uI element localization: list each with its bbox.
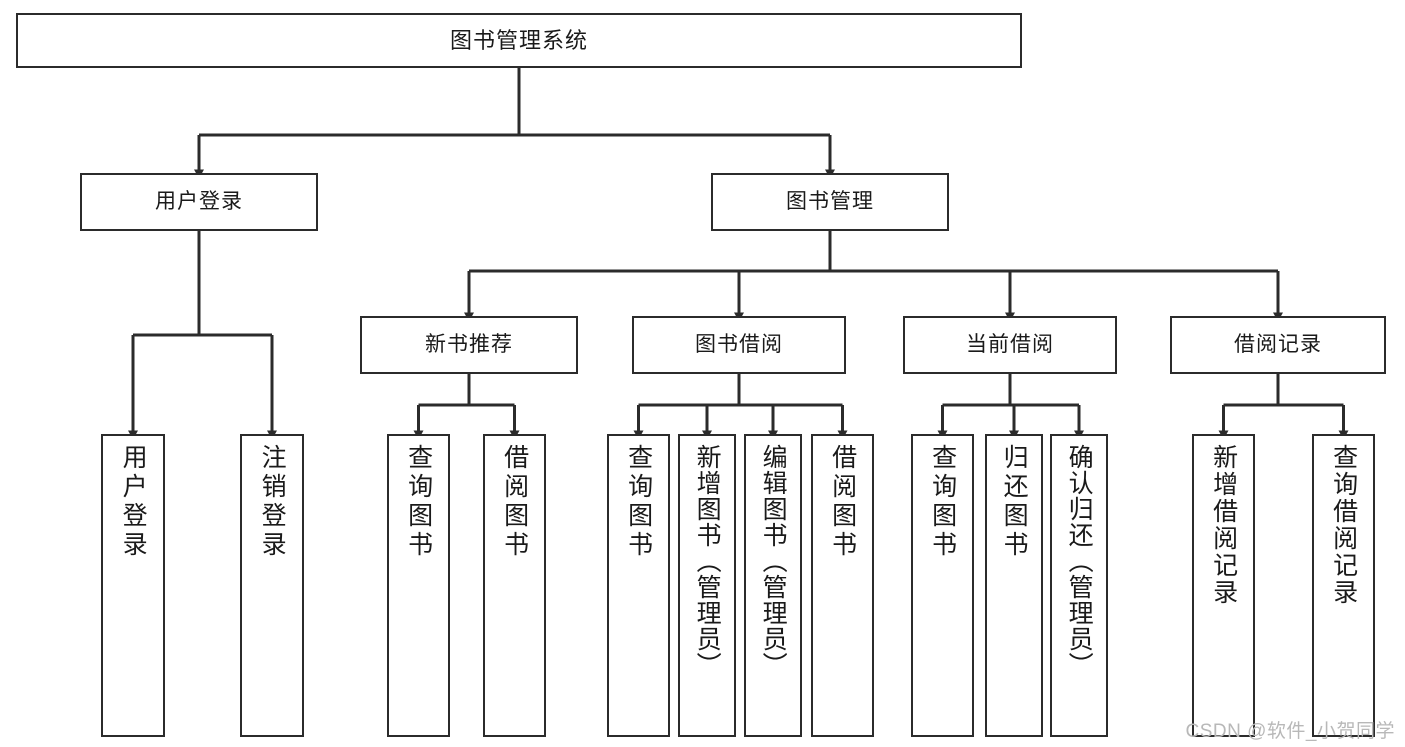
node-c-return[interactable]: 归还图书 xyxy=(985,434,1043,737)
node-label: 编辑图书（管理员） xyxy=(759,444,788,678)
node-bookmgmt[interactable]: 图书管理 xyxy=(711,173,949,231)
node-label: 查询借阅记录 xyxy=(1329,444,1358,606)
node-r-query[interactable]: 查询借阅记录 xyxy=(1312,434,1375,737)
node-label: 查询图书 xyxy=(404,444,433,560)
node-label: 新增借阅记录 xyxy=(1209,444,1238,606)
node-records[interactable]: 借阅记录 xyxy=(1170,316,1386,374)
node-label: 查询图书 xyxy=(928,444,957,560)
node-label: 图书借阅 xyxy=(695,332,783,356)
node-c-query[interactable]: 查询图书 xyxy=(911,434,974,737)
node-label: 借阅图书 xyxy=(500,444,529,560)
node-l-logout[interactable]: 注销登录 xyxy=(240,434,304,737)
node-label: 用户登录 xyxy=(155,189,243,213)
node-root[interactable]: 图书管理系统 xyxy=(16,13,1022,68)
node-label: 注销登录 xyxy=(258,444,287,560)
node-label: 用户登录 xyxy=(119,444,148,560)
edges-group xyxy=(128,68,1349,440)
node-b-add[interactable]: 新增图书（管理员） xyxy=(678,434,736,737)
node-label: 图书管理系统 xyxy=(449,27,588,53)
node-r-add[interactable]: 新增借阅记录 xyxy=(1192,434,1255,737)
node-label: 当前借阅 xyxy=(966,332,1054,356)
node-borrow[interactable]: 图书借阅 xyxy=(632,316,846,374)
node-label: 新书推荐 xyxy=(425,332,513,356)
node-label: 新增图书（管理员） xyxy=(693,444,722,678)
node-n-query[interactable]: 查询图书 xyxy=(387,434,450,737)
node-newbook[interactable]: 新书推荐 xyxy=(360,316,578,374)
node-label: 借阅图书 xyxy=(828,444,857,560)
node-b-query[interactable]: 查询图书 xyxy=(607,434,670,737)
node-current[interactable]: 当前借阅 xyxy=(903,316,1117,374)
node-b-borrow[interactable]: 借阅图书 xyxy=(811,434,874,737)
node-n-borrow[interactable]: 借阅图书 xyxy=(483,434,546,737)
node-label: 确认归还（管理员） xyxy=(1065,444,1094,678)
node-l-login[interactable]: 用户登录 xyxy=(101,434,165,737)
node-label: 查询图书 xyxy=(624,444,653,560)
node-c-confirm[interactable]: 确认归还（管理员） xyxy=(1050,434,1108,737)
node-label: 图书管理 xyxy=(786,189,874,213)
node-label: 归还图书 xyxy=(1000,444,1029,560)
csdn-watermark: CSDN @软件_小贺同学 xyxy=(1185,721,1395,742)
node-b-edit[interactable]: 编辑图书（管理员） xyxy=(744,434,802,737)
node-label: 借阅记录 xyxy=(1234,332,1322,356)
node-login[interactable]: 用户登录 xyxy=(80,173,318,231)
